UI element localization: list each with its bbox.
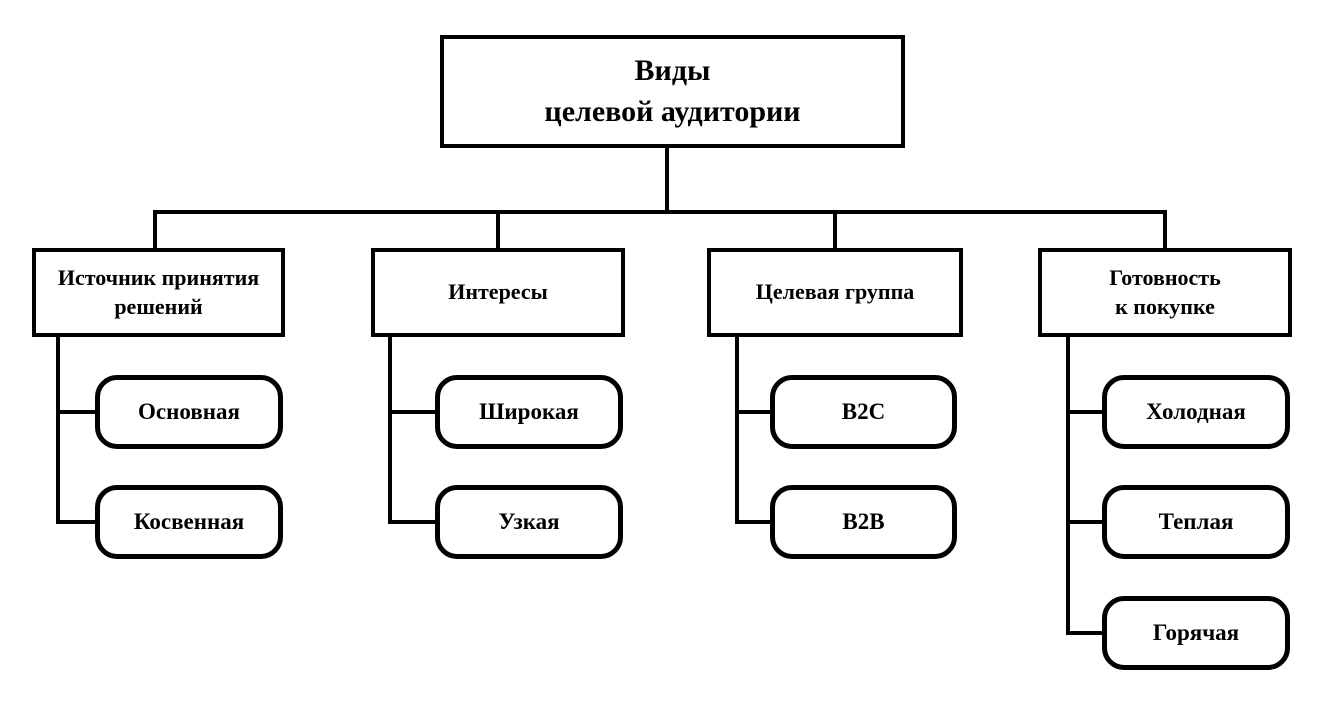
connector-drop-branch-1: [153, 210, 157, 248]
leaf-node-primary: Основная: [95, 375, 283, 449]
leaf-node-indirect: Косвенная: [95, 485, 283, 559]
connector-branch-2-stub-2: [388, 520, 435, 524]
connector-drop-branch-2: [496, 210, 500, 248]
branch-node-decision-source: Источник принятия решений: [32, 248, 285, 337]
leaf-node-hot: Горячая: [1102, 596, 1290, 670]
connector-branch-4-spine: [1066, 335, 1070, 635]
leaf-node-narrow: Узкая: [435, 485, 623, 559]
connector-rail: [153, 210, 1167, 214]
leaf-node-warm: Теплая: [1102, 485, 1290, 559]
connector-branch-4-stub-1: [1066, 410, 1102, 414]
root-node-title: Виды целевой аудитории: [440, 35, 905, 148]
connector-branch-2-stub-1: [388, 410, 435, 414]
branch-node-purchase-readiness: Готовность к покупке: [1038, 248, 1292, 337]
leaf-node-broad: Широкая: [435, 375, 623, 449]
branch-node-target-group: Целевая группа: [707, 248, 963, 337]
connector-branch-2-spine: [388, 335, 392, 524]
leaf-node-b2b: B2B: [770, 485, 957, 559]
branch-node-interests: Интересы: [371, 248, 625, 337]
connector-branch-3-stub-2: [735, 520, 770, 524]
leaf-node-b2c: B2C: [770, 375, 957, 449]
connector-branch-1-stub-1: [56, 410, 95, 414]
connector-branch-4-stub-3: [1066, 631, 1102, 635]
connector-branch-3-stub-1: [735, 410, 770, 414]
connector-drop-branch-3: [833, 210, 837, 248]
connector-root-drop: [665, 148, 669, 212]
connector-branch-4-stub-2: [1066, 520, 1102, 524]
connector-drop-branch-4: [1163, 210, 1167, 248]
leaf-node-cold: Холодная: [1102, 375, 1290, 449]
connector-branch-1-stub-2: [56, 520, 95, 524]
connector-branch-1-spine: [56, 335, 60, 524]
connector-branch-3-spine: [735, 335, 739, 524]
